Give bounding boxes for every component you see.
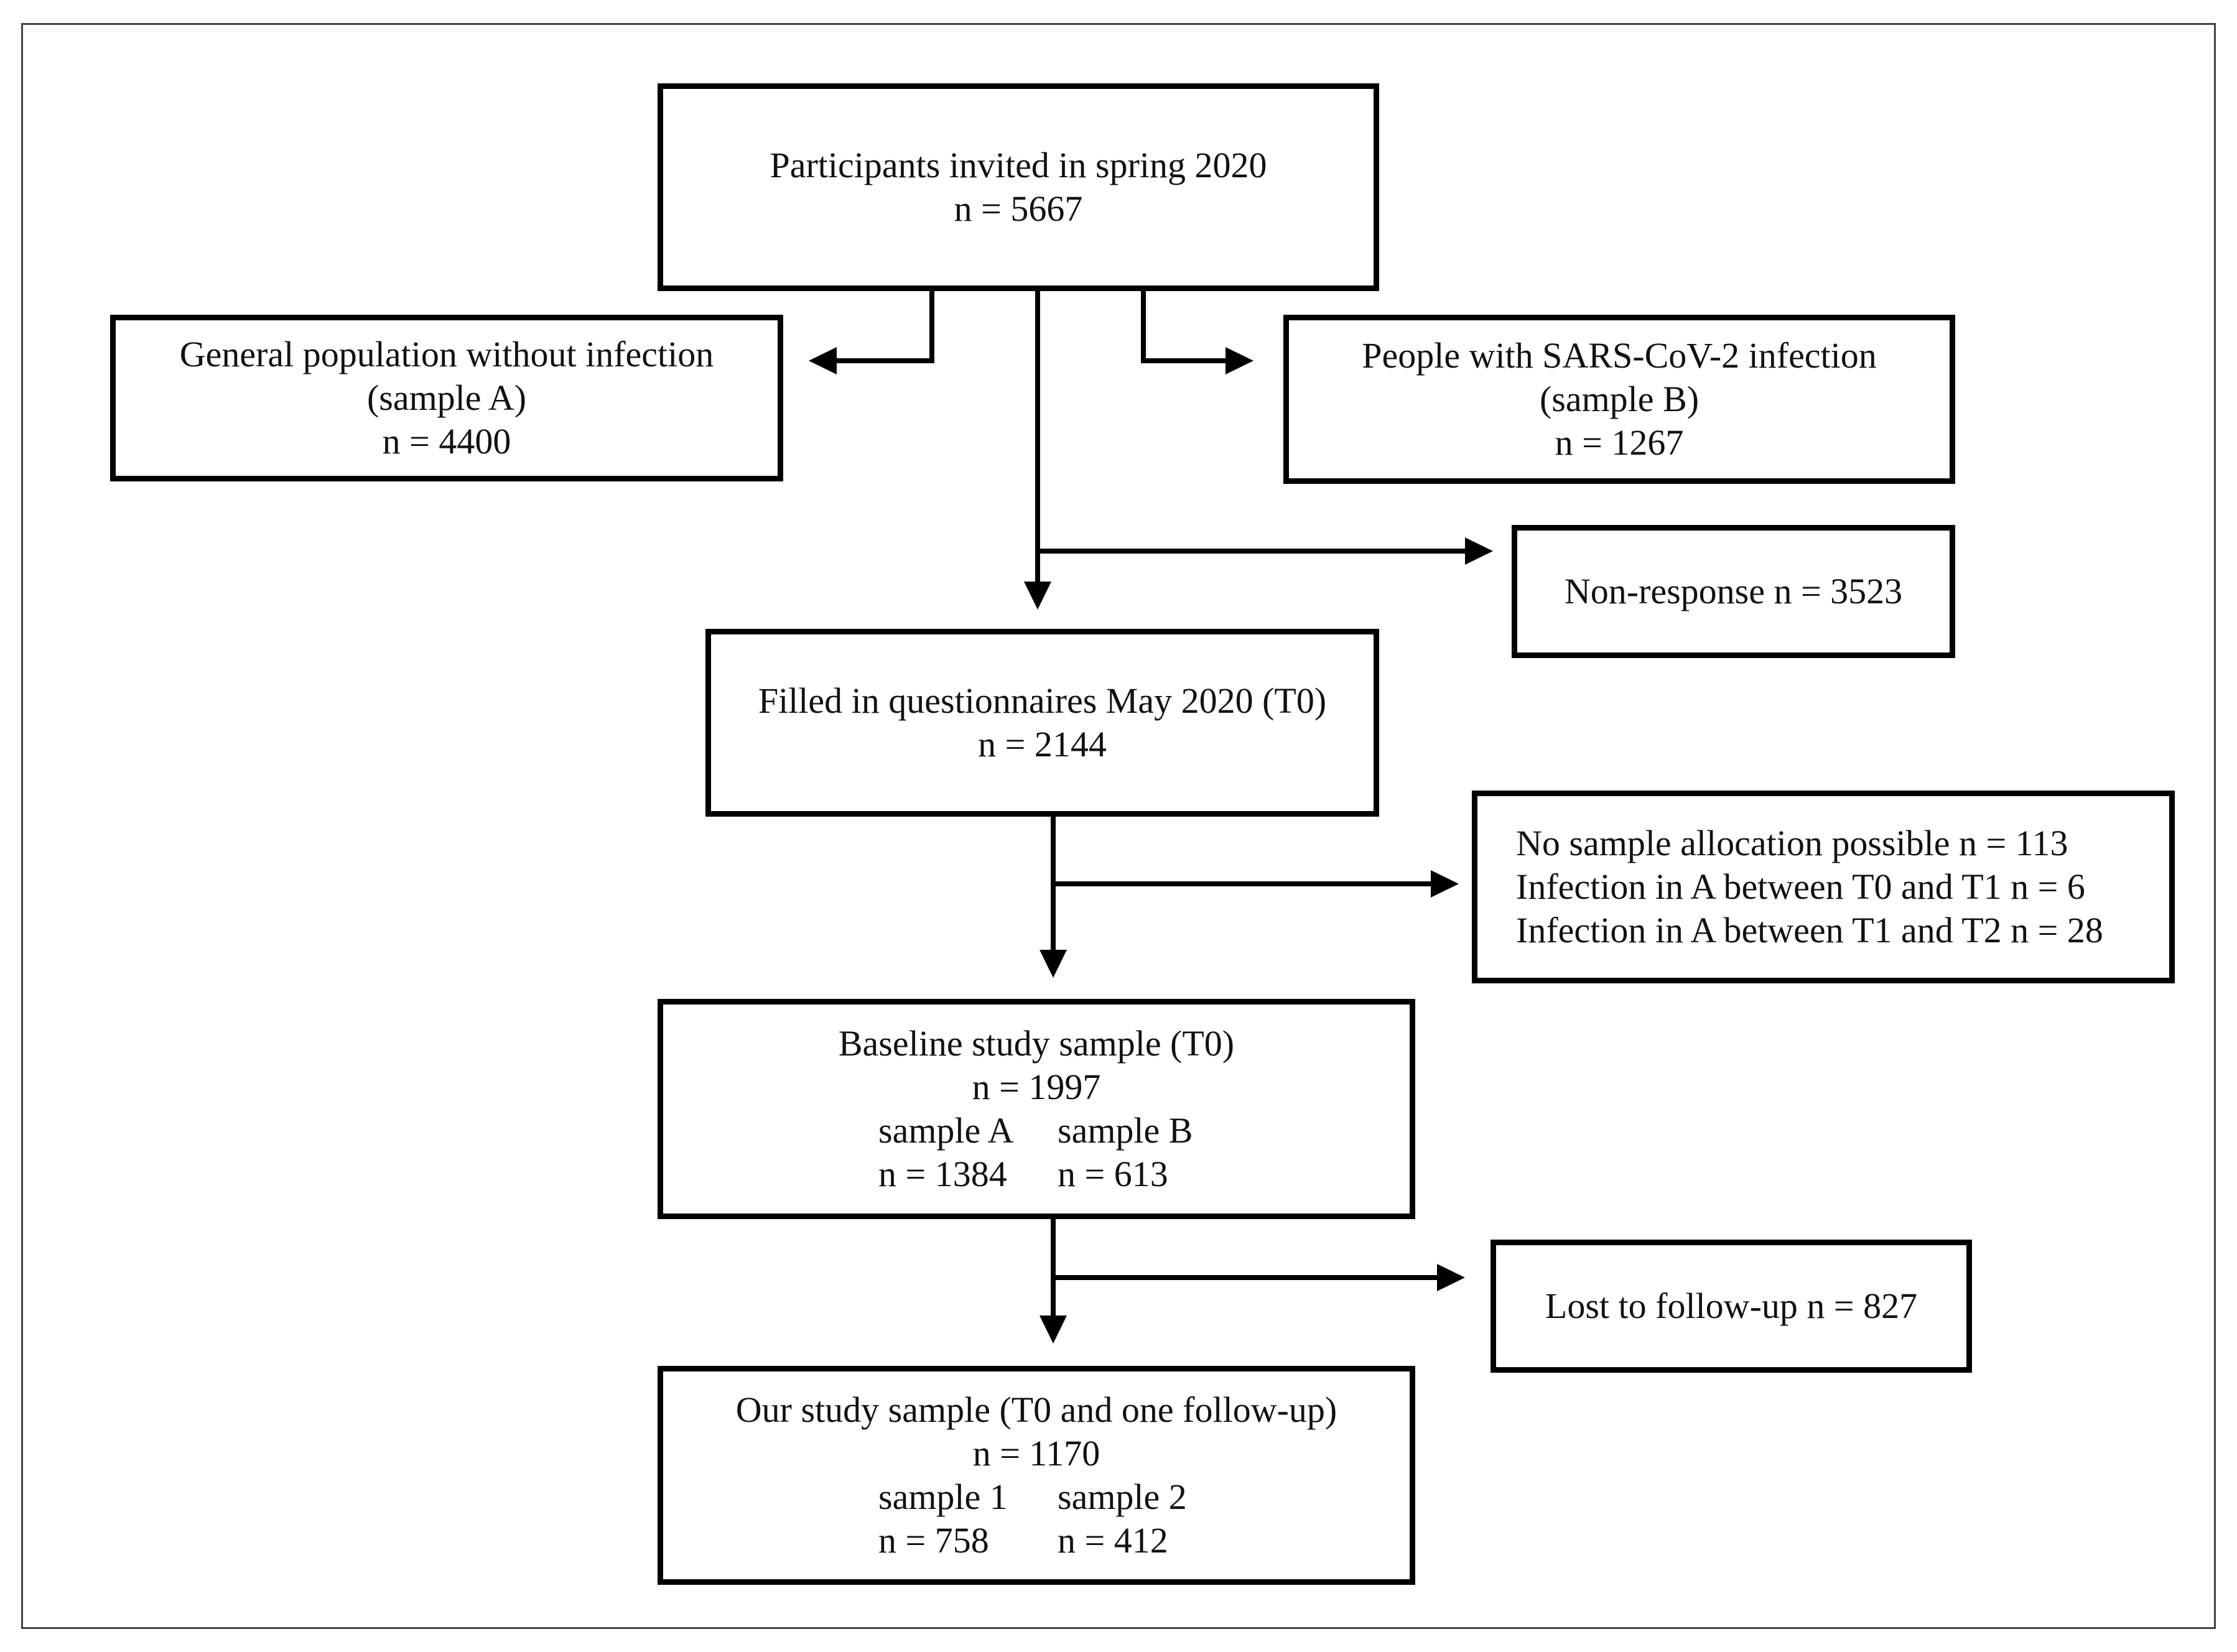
baseline-count: n = 1997 <box>972 1067 1101 1107</box>
connector-invited-to-sample-b <box>1141 291 1225 363</box>
box-exclusions: No sample allocation possible n = 113 In… <box>1472 791 2175 983</box>
baseline-sample-b-label: sample B <box>1058 1110 1193 1151</box>
sample-a-title: General population without infection <box>179 334 714 374</box>
study-sample-2-count: n = 412 <box>1058 1520 1168 1561</box>
study-sample-2-label: sample 2 <box>1058 1477 1187 1517</box>
study-count: n = 1170 <box>972 1433 1100 1473</box>
sample-a-subtitle: (sample A) <box>366 378 527 418</box>
arrow-to-sample-b <box>1225 347 1253 374</box>
sample-a-count: n = 4400 <box>382 421 511 462</box>
box-our-study-sample: Our study sample (T0 and one follow-up) … <box>658 1366 1415 1585</box>
arrow-to-baseline <box>1039 950 1067 978</box>
study-title: Our study sample (T0 and one follow-up) <box>735 1390 1337 1430</box>
baseline-sample-b-count: n = 613 <box>1058 1154 1168 1194</box>
sample-b-count: n = 1267 <box>1555 422 1684 463</box>
exclusion-infection-t0-t1: Infection in A between T0 and T1 n = 6 <box>1516 866 2085 907</box>
connector-invited-to-sample-a <box>837 291 934 363</box>
filled-title: Filled in questionnaires May 2020 (T0) <box>758 680 1327 721</box>
arrow-to-lost <box>1437 1264 1465 1291</box>
box-non-response: Non-response n = 3523 <box>1512 525 1955 658</box>
baseline-sample-labels: sample A sample B <box>878 1109 1194 1153</box>
baseline-title: Baseline study sample (T0) <box>838 1023 1235 1064</box>
arrow-to-sample-a <box>809 347 837 374</box>
invited-count: n = 5667 <box>954 188 1083 229</box>
box-participants-invited: Participants invited in spring 2020 n = … <box>658 83 1379 291</box>
filled-count: n = 2144 <box>978 724 1107 764</box>
invited-title: Participants invited in spring 2020 <box>770 145 1267 185</box>
study-sample-counts: n = 758 n = 412 <box>878 1519 1194 1562</box>
lost-text: Lost to follow-up n = 827 <box>1545 1286 1918 1326</box>
arrow-to-excluded <box>1431 870 1459 898</box>
non-response-text: Non-response n = 3523 <box>1564 571 1903 611</box>
arrow-to-study <box>1039 1316 1067 1343</box>
box-filled-questionnaires: Filled in questionnaires May 2020 (T0) n… <box>705 629 1379 817</box>
arrow-to-nonresponse <box>1465 537 1493 565</box>
figure-border <box>21 23 2216 1629</box>
exclusion-no-allocation: No sample allocation possible n = 113 <box>1516 823 2068 863</box>
sample-b-title: People with SARS-CoV-2 infection <box>1362 335 1877 376</box>
baseline-sample-a-count: n = 1384 <box>878 1154 1007 1194</box>
study-sample-1-count: n = 758 <box>878 1520 989 1561</box>
study-sample-labels: sample 1 sample 2 <box>878 1475 1194 1519</box>
box-lost-to-follow-up: Lost to follow-up n = 827 <box>1491 1240 1972 1373</box>
baseline-sample-counts: n = 1384 n = 613 <box>878 1153 1194 1196</box>
baseline-sample-a-label: sample A <box>878 1110 1014 1151</box>
box-baseline-sample: Baseline study sample (T0) n = 1997 samp… <box>658 999 1415 1219</box>
exclusion-infection-t1-t2: Infection in A between T1 and T2 n = 28 <box>1516 910 2103 950</box>
arrow-to-filled <box>1024 582 1051 610</box>
sample-b-subtitle: (sample B) <box>1539 379 1700 419</box>
box-sample-b: People with SARS-CoV-2 infection (sample… <box>1283 315 1955 484</box>
study-sample-1-label: sample 1 <box>878 1477 1008 1517</box>
box-sample-a: General population without infection (sa… <box>110 315 783 481</box>
